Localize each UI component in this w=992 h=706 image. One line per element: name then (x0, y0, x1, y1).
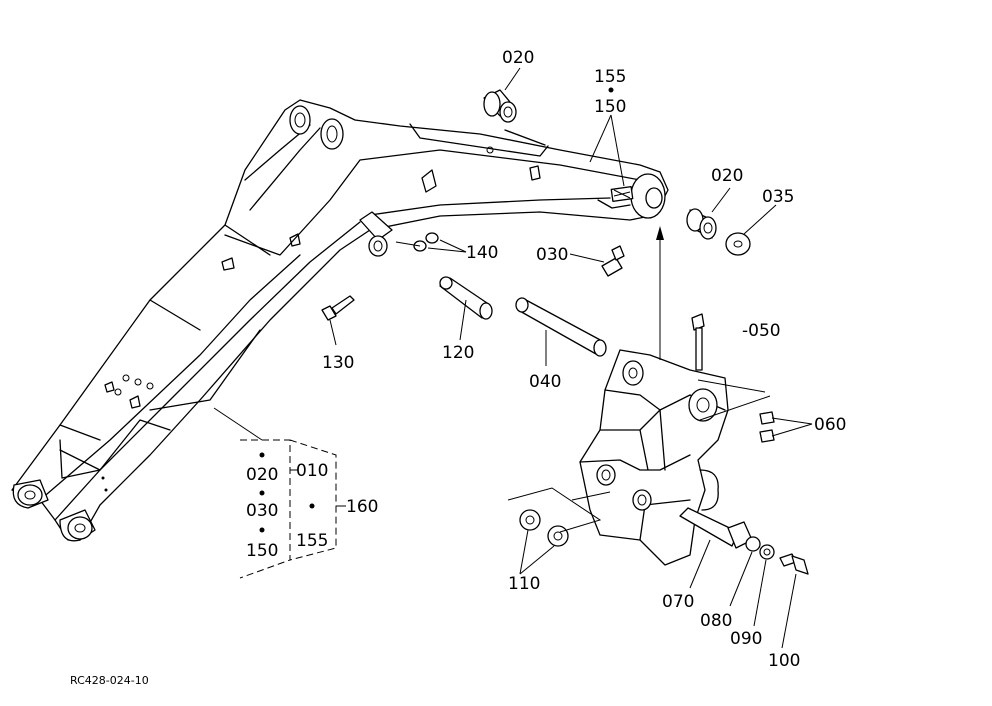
leader-lines (213, 67, 813, 649)
label-020-right: 020 (711, 166, 743, 186)
bolt-130 (321, 295, 355, 321)
boom-arm (11, 99, 669, 542)
nuts-140 (413, 232, 439, 252)
label-035: 035 (762, 187, 794, 207)
label-040: 040 (529, 372, 561, 392)
label-020-top: 020 (502, 48, 534, 68)
label-150-top: 150 (594, 97, 626, 117)
label-kit-150: 150 (246, 541, 278, 561)
label-130: 130 (322, 353, 354, 373)
dot-kit-155 (309, 503, 315, 509)
dot-155-top (608, 87, 614, 93)
label-155-top: 155 (594, 67, 626, 87)
label-120: 120 (442, 343, 474, 363)
kit-grouping (239, 439, 346, 579)
label-070: 070 (662, 592, 694, 612)
dot-kit-150 (259, 527, 265, 533)
part-labels: 020 155 150 020 035 030 140 -050 060 130… (70, 48, 846, 687)
dot-kit-030 (259, 490, 265, 496)
dot-kit-020 (259, 452, 265, 458)
label-080: 080 (700, 611, 732, 631)
bushings-110 (519, 509, 569, 547)
label-kit-010: 010 (296, 461, 328, 481)
label-100: 100 (768, 651, 800, 671)
nuts-060 (759, 411, 775, 443)
pin-120 (439, 276, 493, 320)
label-050: -050 (742, 321, 781, 341)
washers-080-090 (745, 536, 775, 560)
reference-code: RC428-024-10 (70, 674, 149, 687)
label-kit-020: 020 (246, 465, 278, 485)
bolt-100 (779, 553, 809, 575)
bushing-020-right (686, 208, 717, 240)
label-060: 060 (814, 415, 846, 435)
label-140: 140 (466, 243, 498, 263)
label-090: 090 (730, 629, 762, 649)
pin-040 (515, 297, 607, 357)
label-110: 110 (508, 574, 540, 594)
label-kit-155: 155 (296, 531, 328, 551)
washer-035 (725, 232, 751, 256)
swing-bracket (579, 349, 729, 566)
label-kit-160: 160 (346, 497, 378, 517)
bushing-020-top (483, 89, 517, 123)
grease-fitting-030 (601, 245, 625, 277)
label-kit-030: 030 (246, 501, 278, 521)
bolt-050 (691, 313, 705, 371)
label-030: 030 (536, 245, 568, 265)
